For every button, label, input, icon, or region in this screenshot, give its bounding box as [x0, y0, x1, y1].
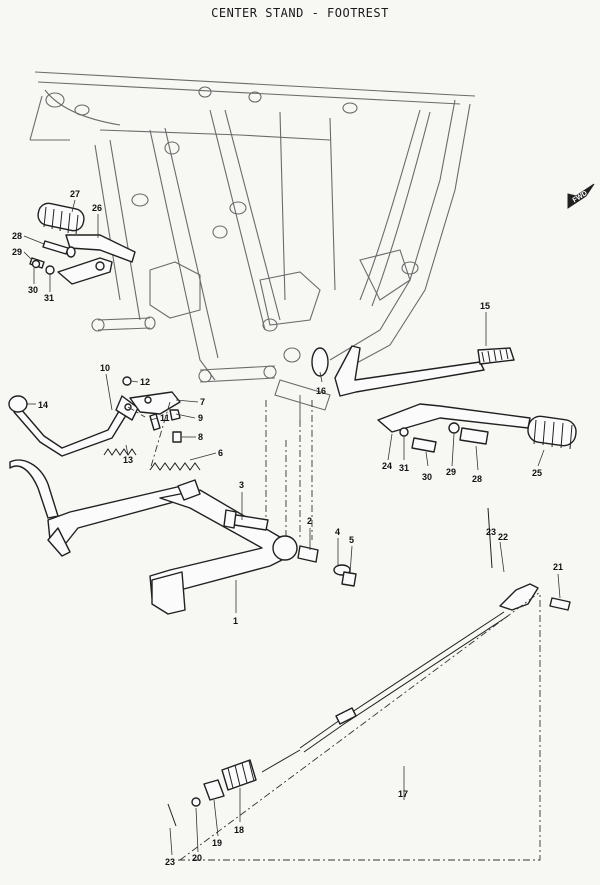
callout-28a: 28: [12, 231, 22, 241]
callout-16: 16: [316, 386, 326, 396]
callout-15: 15: [480, 301, 490, 311]
callout-1: 1: [233, 616, 238, 626]
callout-19: 19: [212, 838, 222, 848]
callout-28b: 28: [472, 474, 482, 484]
fwd-label: FWD: [572, 190, 589, 204]
forward-arrow-icon: FWD: [567, 183, 595, 209]
callout-27: 27: [70, 189, 80, 199]
callout-18: 18: [234, 825, 244, 835]
callout-6: 6: [218, 448, 223, 458]
assembly-lines: [127, 400, 541, 861]
callout-22: 22: [498, 532, 508, 542]
callout-5: 5: [349, 535, 354, 545]
stopper-bracket: [122, 376, 182, 443]
callout-9: 9: [198, 413, 203, 423]
rear-footrest-bolt-left: [29, 240, 76, 275]
callout-13: 13: [123, 455, 133, 465]
callout-24: 24: [382, 461, 392, 471]
center-stand: [9, 459, 298, 615]
callout-7: 7: [200, 397, 205, 407]
callout-2: 2: [307, 516, 312, 526]
callout-11: 11: [160, 413, 170, 423]
brake-pedal-arm: [8, 395, 139, 457]
rear-footrest-right: [377, 403, 577, 453]
springs: [103, 448, 201, 471]
callout-25: 25: [532, 468, 542, 478]
callout-14: 14: [38, 400, 48, 410]
callout-8: 8: [198, 432, 203, 442]
callout-21: 21: [553, 562, 563, 572]
callout-labels: 1 2 3 4 5 6 7 8 9 10 11 12 13 14 15 16 1…: [12, 189, 563, 867]
diagram-title: CENTER STAND - FOOTREST: [211, 6, 389, 20]
callout-12: 12: [140, 377, 150, 387]
callout-30b: 30: [422, 472, 432, 482]
callout-23a: 23: [486, 527, 496, 537]
callout-3: 3: [239, 480, 244, 490]
callout-29a: 29: [12, 247, 22, 257]
callout-29b: 29: [446, 467, 456, 477]
callout-4: 4: [335, 527, 340, 537]
callout-23b: 23: [165, 857, 175, 867]
callout-30a: 30: [28, 285, 38, 295]
callout-26: 26: [92, 203, 102, 213]
callout-31b: 31: [399, 463, 409, 473]
rear-brake-pedal: [311, 345, 515, 397]
frame-outline: [29, 71, 476, 420]
callout-20: 20: [192, 853, 202, 863]
stand-cable: [167, 507, 571, 827]
callout-31a: 31: [44, 293, 54, 303]
callout-17: 17: [398, 789, 408, 799]
stand-pivot-hardware: [223, 509, 357, 587]
leader-lines: [23, 199, 561, 856]
callout-10: 10: [100, 363, 110, 373]
